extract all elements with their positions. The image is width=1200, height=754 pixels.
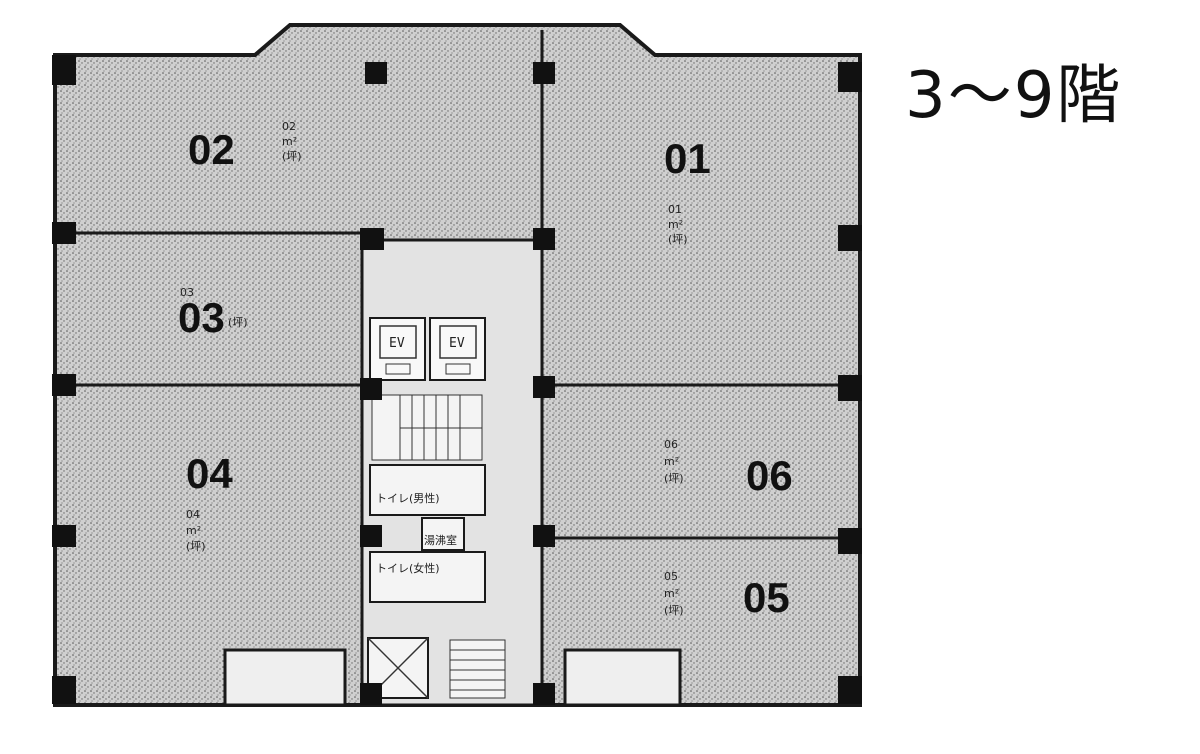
unit-06-detail: (坪): [664, 472, 684, 485]
unit-05-detail: 05: [664, 570, 678, 583]
unit-04-detail: 04: [186, 508, 200, 521]
unit-01-detail: 01: [668, 203, 682, 216]
service-room: [563, 648, 682, 707]
unit-02-detail: 02: [282, 120, 296, 133]
unit-04-detail: (坪): [186, 540, 206, 553]
unit-05-detail: (坪): [664, 604, 684, 617]
unit-02-detail: (坪): [282, 150, 302, 163]
elevator: [369, 317, 426, 381]
restroom-women-label: トイレ(女性): [376, 561, 440, 575]
unit-01-detail: m²: [668, 218, 683, 231]
floor-plan: EV EV トイレ(男性) 湯沸室 トイレ(女性) 02: [52, 23, 862, 707]
unit-02-label: 02: [188, 126, 235, 173]
unit-06-label: 06: [746, 452, 793, 499]
restroom-men-label: トイレ(男性): [376, 491, 440, 505]
unit-06-detail: 06: [664, 438, 678, 451]
restroom-men: [369, 464, 486, 516]
stair-steps: [449, 639, 506, 699]
elevator-label: EV: [389, 336, 405, 351]
kitchenette: [421, 517, 465, 551]
service-room: [223, 648, 347, 707]
unit-03-detail: 03: [180, 286, 194, 299]
elevator: [429, 317, 486, 381]
unit-04-label: 04: [186, 450, 233, 497]
unit-02-detail: m²: [282, 135, 297, 148]
columns: [52, 55, 862, 705]
kitchenette-label: 湯沸室: [424, 533, 457, 547]
unit-06-detail: m²: [664, 455, 679, 468]
unit-01-label: 01: [664, 135, 711, 182]
unit-05-detail: m²: [664, 587, 679, 600]
unit-05-label: 05: [743, 574, 790, 621]
unit-03-detail: (坪): [228, 316, 248, 329]
floor-label: 3〜9階: [905, 59, 1123, 133]
restroom-women: [369, 551, 486, 603]
elevator-label: EV: [449, 336, 465, 351]
unit-03-label: 03: [178, 294, 225, 341]
unit-01-detail: (坪): [668, 233, 688, 246]
core-stairs: [371, 394, 483, 461]
unit-04-detail: m²: [186, 524, 201, 537]
